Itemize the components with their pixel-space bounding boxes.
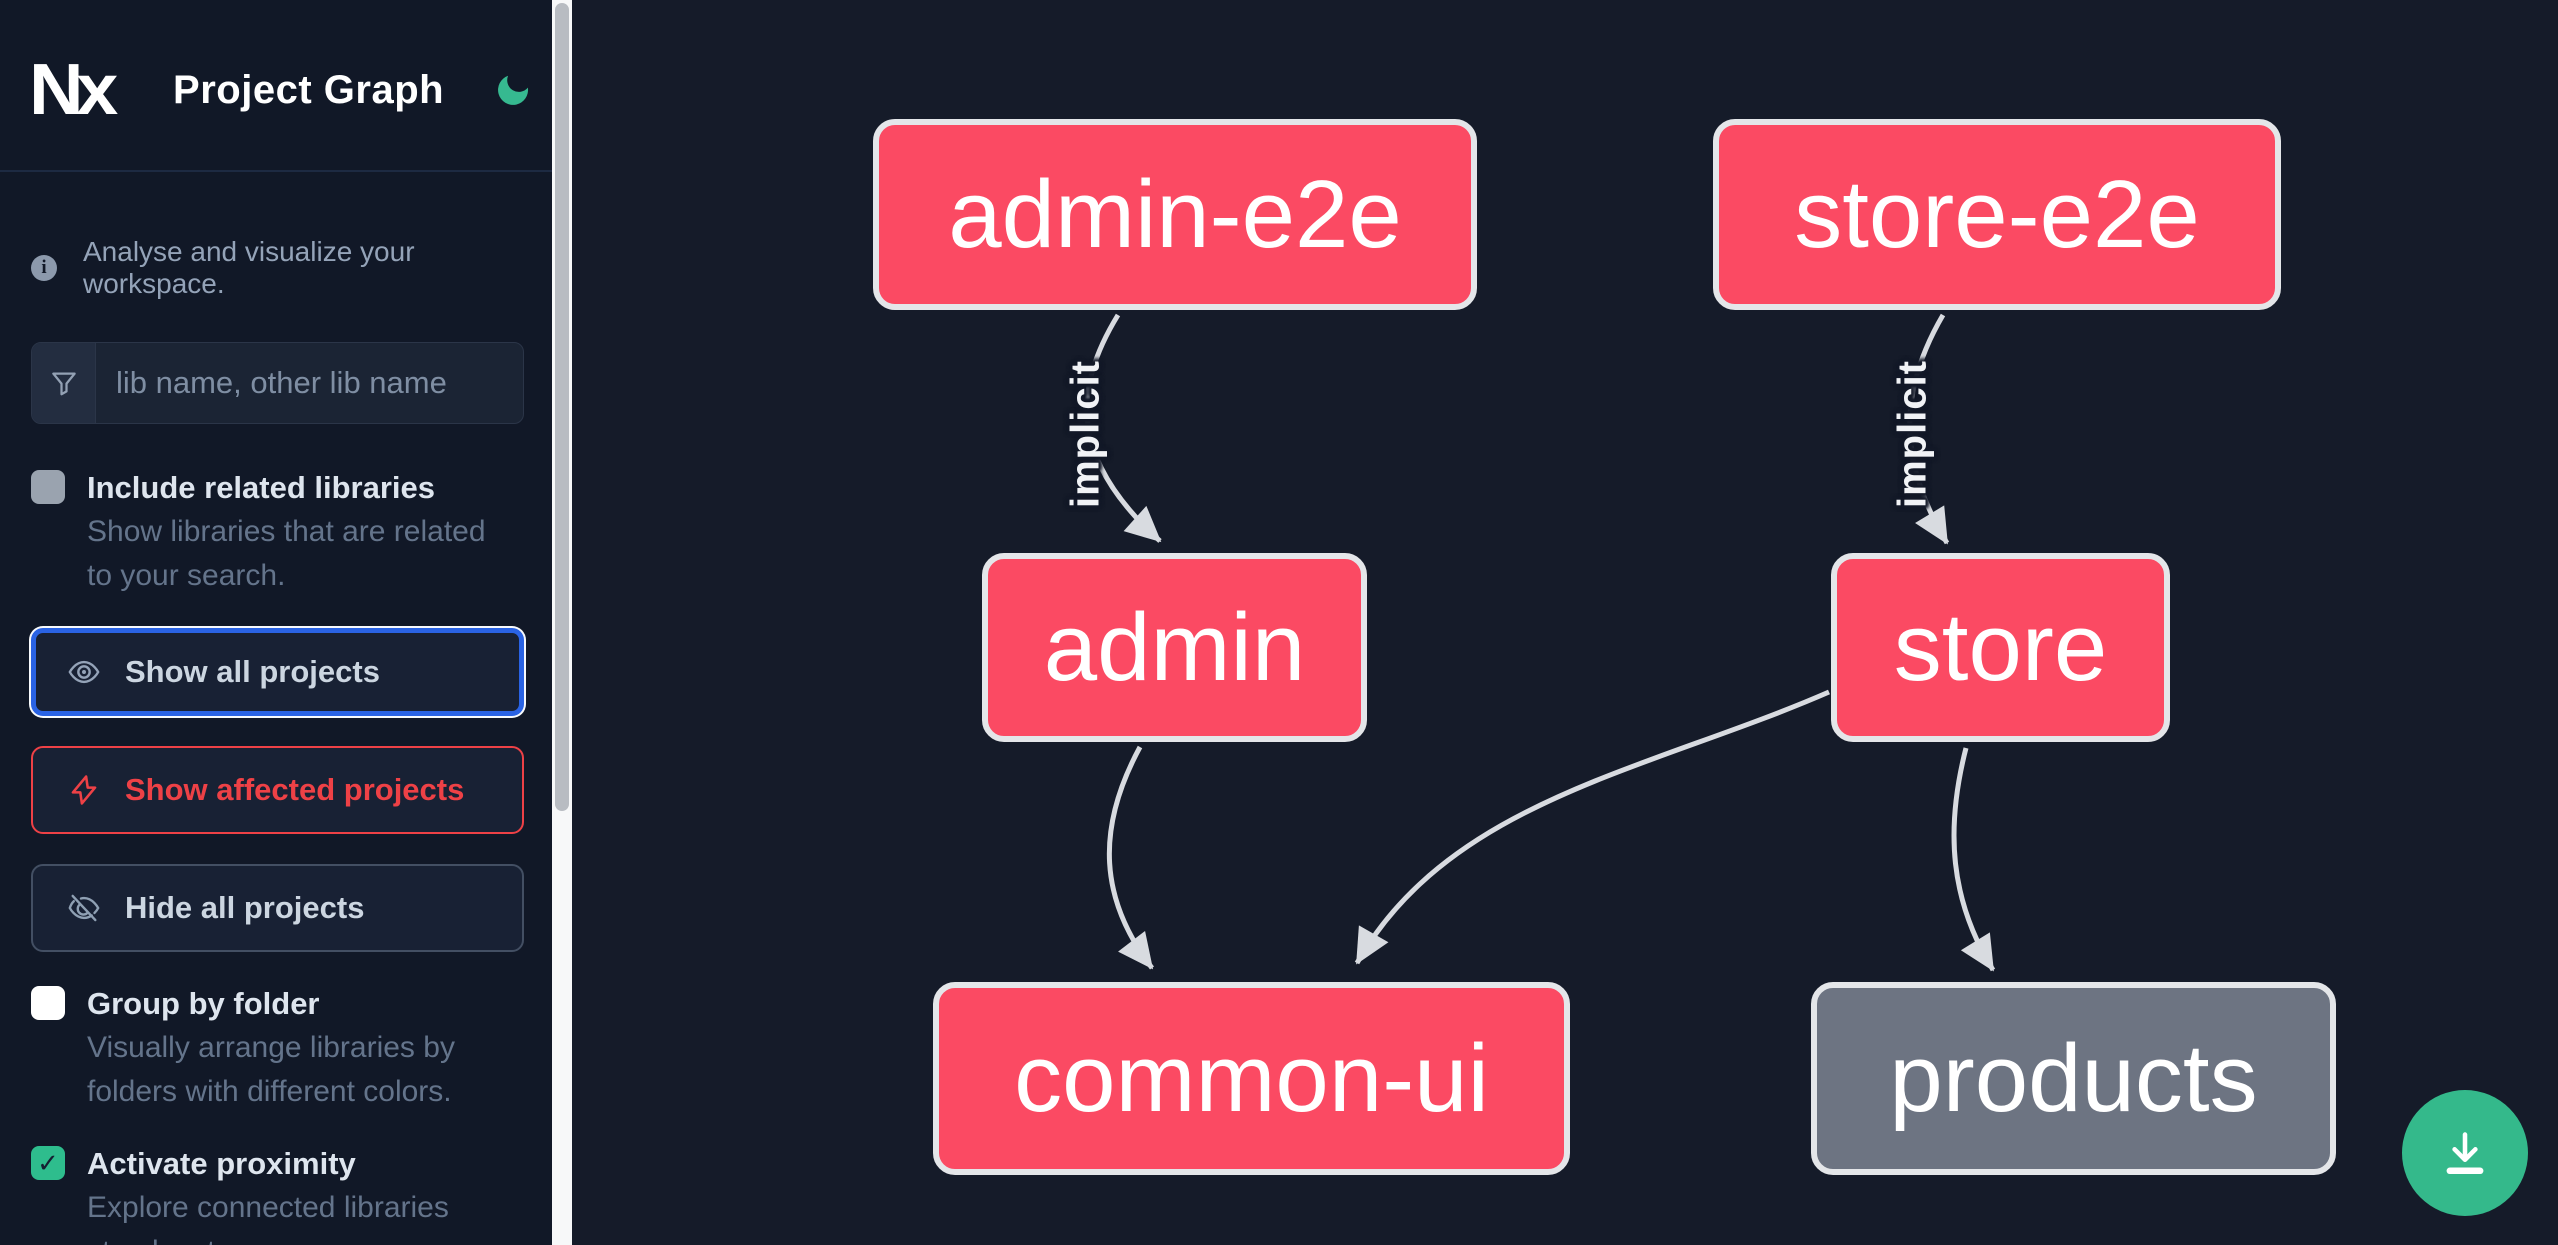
hide-all-projects-label: Hide all projects [125, 890, 365, 925]
graph-node-admin[interactable]: admin [982, 553, 1367, 742]
graph-node-products[interactable]: products [1811, 982, 2336, 1175]
sidebar: Nx Project Graph i Analyse and visualize… [0, 0, 552, 1245]
activate-proximity-checkbox[interactable]: ✓ [31, 1146, 65, 1180]
activate-proximity-toggle: ✓ Activate proximity Explore connected l… [31, 1142, 524, 1245]
download-graph-button[interactable] [2402, 1090, 2528, 1216]
project-filter [31, 342, 524, 424]
sidebar-scrollbar[interactable] [552, 0, 572, 1245]
group-by-folder-description: Visually arrange libraries by folders wi… [87, 1031, 455, 1108]
bolt-icon [71, 775, 97, 805]
graph-node-store-e2e[interactable]: store-e2e [1713, 119, 2281, 310]
graph-node-admin-e2e[interactable]: admin-e2e [873, 119, 1477, 310]
project-graph-canvas[interactable]: admin-e2e store-e2e admin store common-ui pro… [572, 0, 2558, 1245]
group-by-folder-label: Group by folder [87, 986, 320, 1021]
eye-icon [68, 660, 100, 684]
edge-store-e2e-store [1907, 313, 1950, 545]
edge-store-products [1951, 747, 1996, 972]
graph-edges-layer [1084, 313, 1996, 972]
activate-proximity-description: Explore connected libraries step by step… [87, 1191, 449, 1245]
edge-label-admin-e2e-admin: implicit [1063, 359, 1108, 509]
workspace-tagline-row: i Analyse and visualize your workspace. [31, 236, 524, 300]
show-all-projects-button[interactable]: Show all projects [31, 628, 524, 716]
include-related-toggle: Include related libraries Show libraries… [31, 466, 524, 598]
page-title: Project Graph [173, 67, 445, 112]
edge-store-common-ui [1354, 689, 1830, 965]
sidebar-header: Nx Project Graph [0, 0, 552, 172]
edge-admin-e2e-admin [1084, 313, 1162, 543]
include-related-checkbox[interactable] [31, 470, 65, 504]
theme-toggle-button[interactable] [493, 70, 533, 110]
show-affected-projects-label: Show affected projects [125, 772, 465, 807]
activate-proximity-label: Activate proximity [87, 1146, 356, 1181]
filter-icon-cell [32, 343, 96, 423]
workspace-tagline: Analyse and visualize your workspace. [83, 236, 415, 299]
project-actions: Show all projects Show affected projects… [31, 628, 524, 952]
group-by-folder-toggle: Group by folder Visually arrange librari… [31, 982, 524, 1114]
group-by-folder-checkbox[interactable] [31, 986, 65, 1020]
download-icon [2446, 1132, 2484, 1175]
search-input[interactable] [96, 343, 523, 423]
show-all-projects-label: Show all projects [125, 654, 380, 689]
include-related-description: Show libraries that are related to your … [87, 515, 486, 592]
moon-icon [498, 75, 529, 105]
edge-admin-common-ui [1106, 745, 1154, 970]
edge-label-store-e2e-store: implicit [1890, 359, 1935, 509]
sidebar-scrollbar-thumb[interactable] [555, 3, 569, 811]
eye-off-icon [68, 894, 100, 922]
hide-all-projects-button[interactable]: Hide all projects [31, 864, 524, 952]
funnel-icon [51, 372, 76, 396]
nx-logo: Nx [29, 50, 118, 130]
graph-node-common-ui[interactable]: common-ui [933, 982, 1570, 1175]
graph-node-store[interactable]: store [1831, 553, 2170, 742]
include-related-label: Include related libraries [87, 470, 436, 505]
info-icon: i [31, 255, 57, 281]
show-affected-projects-button[interactable]: Show affected projects [31, 746, 524, 834]
